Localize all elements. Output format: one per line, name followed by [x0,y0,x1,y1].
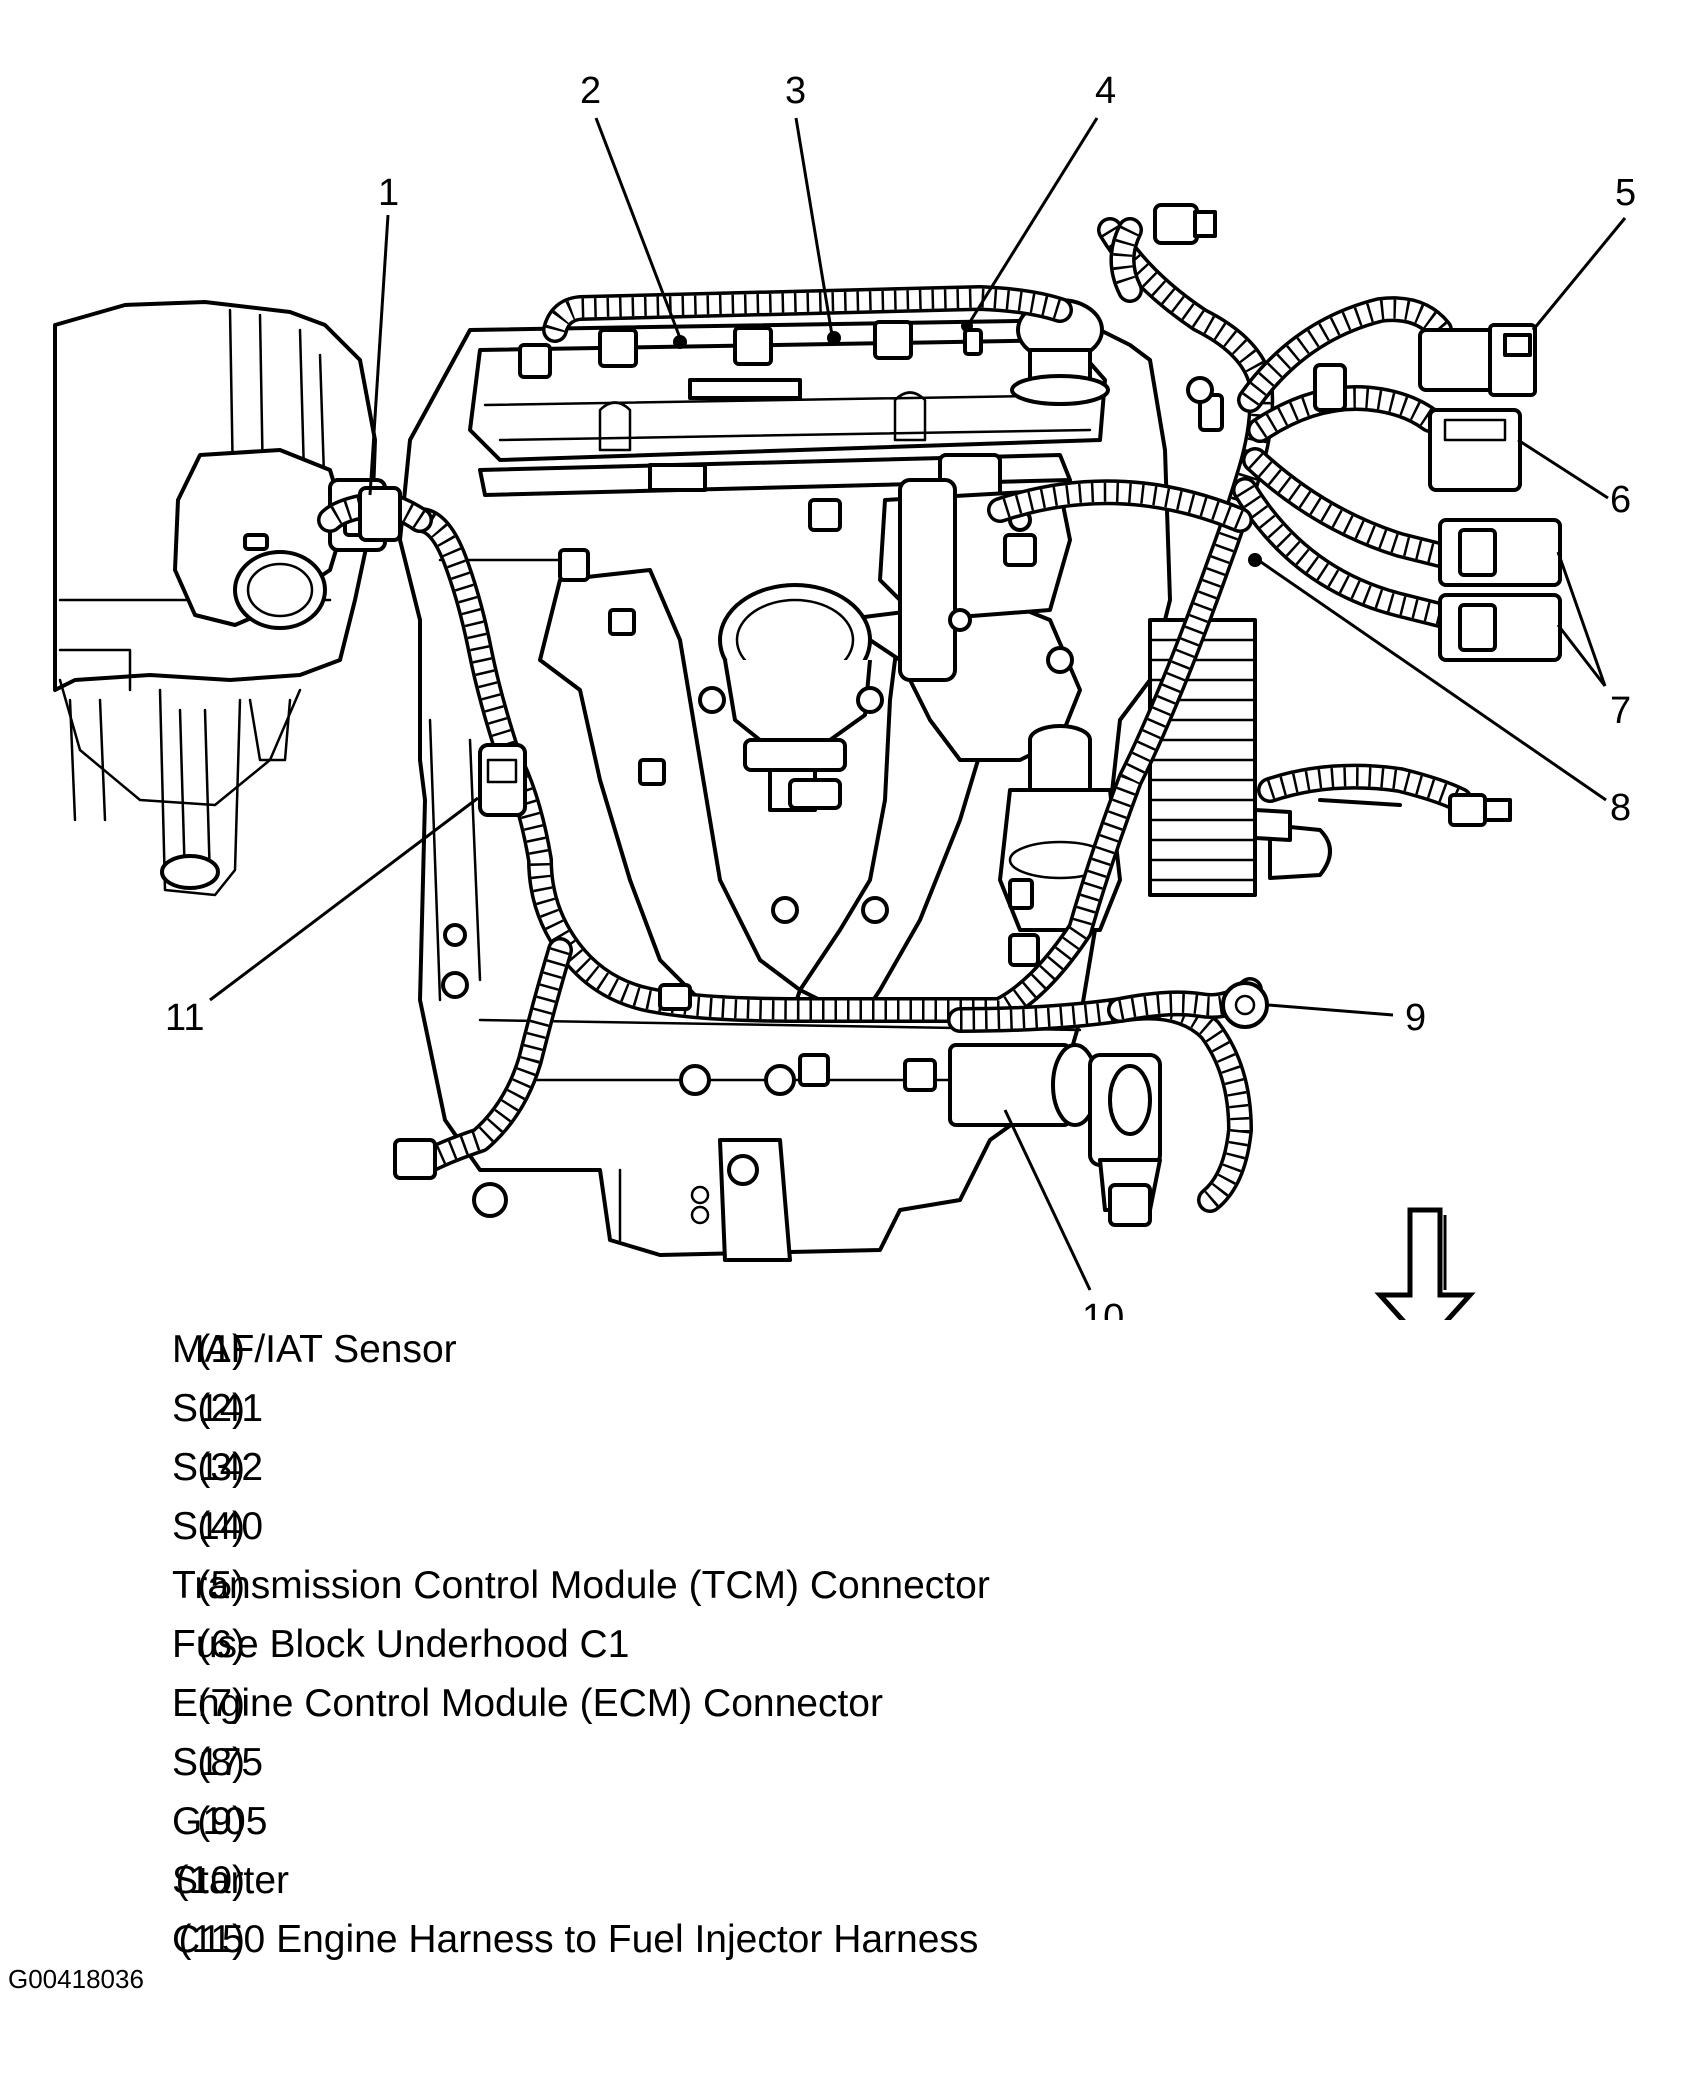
engine-harness-drawing: 1 2 3 4 5 6 7 8 9 10 11 [53,70,1636,1320]
legend-label: S141 [172,1387,264,1430]
legend-number: (3) [197,1446,245,1489]
legend-label: S142 [172,1446,264,1489]
legend-number: (11) [178,1918,245,1961]
leader-10 [1003,1109,1092,1291]
legend-number: (2) [197,1387,245,1430]
callout-8: 8 [1610,787,1631,829]
legend-label: Transmission Control Module (TCM) Connec… [172,1564,990,1607]
callout-3: 3 [785,70,806,112]
leader-11 [209,796,479,1002]
legend-label: Starter [172,1859,290,1902]
callout-5: 5 [1615,172,1636,214]
legend-row: (1)MAF/IAT Sensor [80,1320,1580,1379]
figure-id: G00418036 [8,1964,144,1994]
callout-1: 1 [378,172,399,214]
legend-label: G105 [172,1800,268,1843]
leader-lines [209,117,1627,1291]
callout-7: 7 [1610,690,1631,732]
legend-row: (11)C150 Engine Harness to Fuel Injector… [80,1910,1580,1969]
legend-label: MAF/IAT Sensor [172,1328,457,1371]
legend-number: (4) [197,1505,245,1548]
callout-10: 10 [1082,1297,1124,1320]
legend-label: S140 [172,1505,264,1548]
leader-9 [1267,1003,1394,1017]
legend-number: (8) [197,1741,245,1784]
legend-label: C150 Engine Harness to Fuel Injector Har… [172,1918,979,1961]
callout-labels: 1 2 3 4 5 6 7 8 9 10 11 [165,70,1636,1320]
view-direction-arrow-icon [1374,1207,1476,1320]
callout-6: 6 [1610,479,1631,521]
leader-7a [1556,551,1607,687]
legend-row: (4)S140 [80,1497,1580,1556]
starter-motor [948,1043,1162,1212]
legend-row: (7)Engine Control Module (ECM) Connector [80,1674,1580,1733]
legend-row: (5)Transmission Control Module (TCM) Con… [80,1556,1580,1615]
legend-number: (6) [197,1623,245,1666]
component-legend: (1)MAF/IAT Sensor (2)S141 (3)S142 (4)S14… [80,1320,1580,1969]
leader-8 [1257,558,1607,802]
leader-5 [1531,217,1627,331]
legend-label: S175 [172,1741,264,1784]
leader-4 [966,117,1099,326]
legend-number: (10) [175,1859,245,1902]
legend-row: (3)S142 [80,1438,1580,1497]
legend-label: Fuse Block Underhood C1 [172,1623,630,1666]
legend-row: (10)Starter [80,1851,1580,1910]
legend-label: Engine Control Module (ECM) Connector [172,1682,883,1725]
leader-1 [368,214,390,496]
legend-row: (8)S175 [80,1733,1580,1792]
callout-9: 9 [1405,997,1426,1039]
legend-number: (9) [197,1800,245,1843]
legend-row: (9)G105 [80,1792,1580,1851]
legend-row: (2)S141 [80,1379,1580,1438]
leader-7b [1556,624,1607,687]
legend-row: (6)Fuse Block Underhood C1 [80,1615,1580,1674]
legend-number: (5) [197,1564,245,1607]
legend-number: (1) [197,1328,245,1371]
legend-number: (7) [197,1682,245,1725]
leader-2 [594,117,682,339]
leader-3 [794,117,834,336]
callout-4: 4 [1095,70,1116,112]
connectors [358,203,1562,1227]
callout-2: 2 [580,70,601,112]
leader-6 [1517,438,1609,500]
callout-11: 11 [165,997,204,1039]
